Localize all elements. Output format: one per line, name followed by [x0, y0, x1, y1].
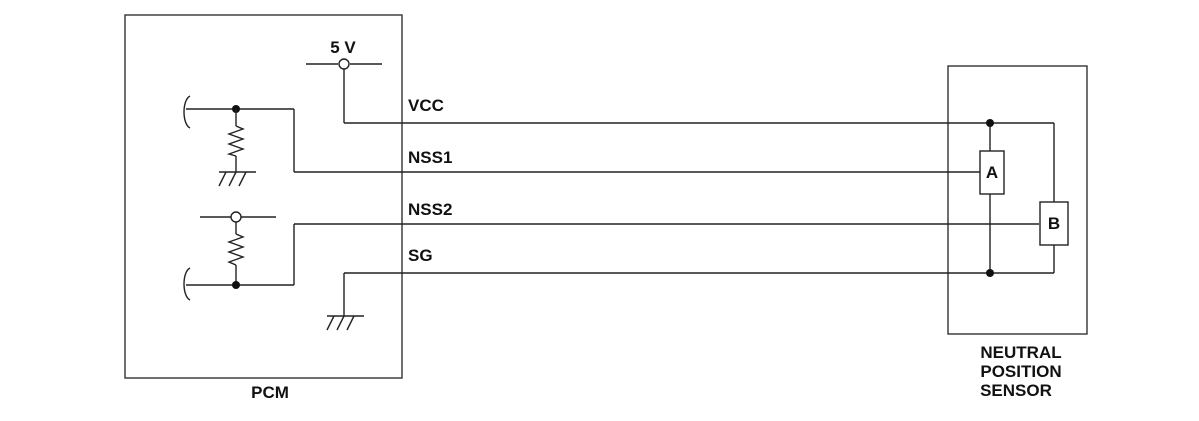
- nss1-label: NSS1: [408, 148, 452, 167]
- sg-label: SG: [408, 246, 433, 265]
- nss1-circuit: NSS1: [183, 95, 990, 187]
- ground-icon: [326, 315, 364, 331]
- sensor-label-line2: POSITION: [980, 362, 1061, 381]
- supply-label: 5 V: [330, 38, 356, 57]
- pcm-box: [124, 14, 403, 379]
- nss2-label: NSS2: [408, 200, 452, 219]
- sensor-box: [947, 65, 1088, 335]
- junction-dot: [986, 269, 994, 277]
- element-a-label: A: [986, 163, 998, 182]
- sensor-label-line3: SENSOR: [980, 381, 1052, 400]
- junction-dot: [986, 119, 994, 127]
- resistor-icon: [226, 233, 246, 266]
- supply-5v: 5 V: [306, 38, 382, 123]
- vcc-wire: VCC: [344, 96, 1054, 124]
- element-a: [979, 150, 1005, 195]
- element-b: [1039, 201, 1069, 246]
- nss2-circuit: NSS2: [183, 200, 1039, 301]
- vcc-label: VCC: [408, 96, 444, 115]
- ground-icon: [218, 171, 256, 187]
- junction-dot: [232, 281, 240, 289]
- sensor-label-line1: NEUTRAL: [980, 343, 1061, 362]
- sensor-internals: A B: [979, 119, 1069, 277]
- element-b-label: B: [1048, 214, 1060, 233]
- pcm-label: PCM: [251, 383, 289, 402]
- sg-wire: SG: [326, 246, 1054, 331]
- resistor-icon: [226, 125, 246, 157]
